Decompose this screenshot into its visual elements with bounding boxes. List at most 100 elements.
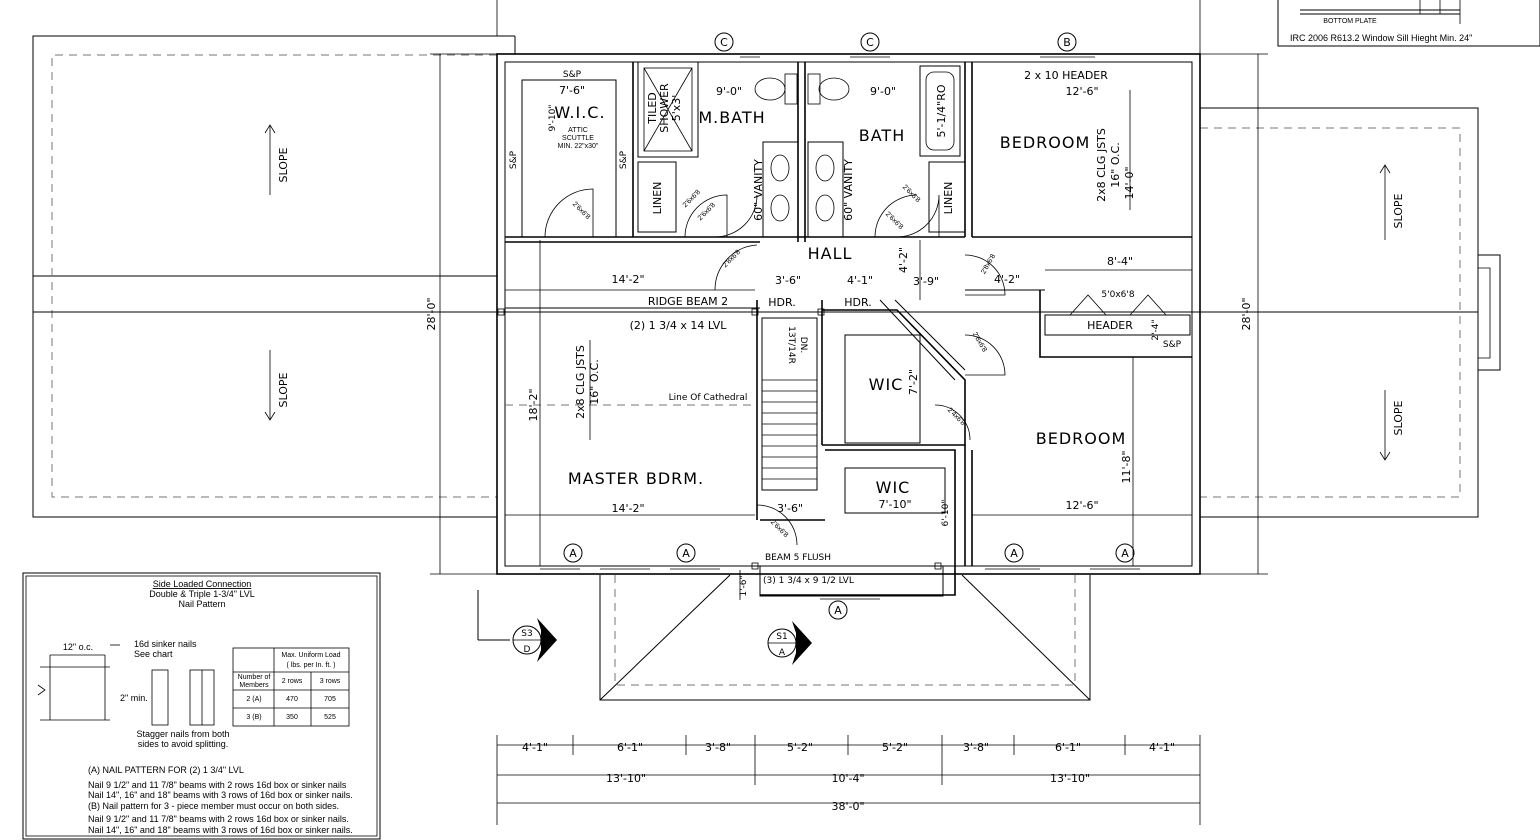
dim-18-2: 18'-2": [527, 388, 540, 421]
bottom-dim-3-8-b: 3'-8": [963, 741, 989, 754]
left-roof: [32, 35, 516, 518]
dim-7-2: 7'-2": [907, 369, 920, 395]
sp-3-label: S&P: [619, 150, 629, 169]
dim-4-2-b: 4'-2": [994, 273, 1020, 286]
legend-stagger2: sides to avoid splitting.: [138, 739, 229, 749]
door-5-0-label: 5'0x6'8: [1101, 290, 1134, 300]
dim-6-10: 6'-10": [941, 499, 951, 526]
legend-table-head: Max. Uniform Load: [281, 652, 340, 659]
legend-spacing: 12" o.c.: [63, 642, 93, 652]
dim-14-0: 14'-0": [1123, 166, 1136, 199]
legend-sub2: Nail Pattern: [178, 599, 225, 609]
legend-row1-c0: 2 (A): [246, 696, 261, 703]
legend-sub1: Double & Triple 1-3/4" LVL: [149, 589, 255, 599]
legend-row1-c1: 470: [286, 696, 298, 703]
window-tag-a5: A: [834, 604, 842, 617]
linen-2-label: LINEN: [942, 182, 955, 215]
bottom-dim-5-2-b: 5'-2": [882, 741, 908, 754]
bottom-dim-4-1-a: 4'-1": [522, 741, 548, 754]
window-tag-b-label: B: [1063, 36, 1071, 49]
hdr-1-label: HDR.: [768, 296, 796, 309]
tub-label: 5'-1/4"RO: [935, 84, 948, 137]
dim-12-6-b: 12'-6": [1065, 499, 1098, 512]
slope-label-2: SLOPE: [277, 372, 290, 407]
header-2x10-label: 2 x 10 HEADER: [1024, 69, 1108, 82]
dim-12-6-a: 12'-6": [1065, 85, 1098, 98]
dim-1-6: 1'-6": [739, 575, 749, 596]
dim-7-6: 7'-6": [559, 84, 585, 97]
legend-row2-c0: 3 (B): [246, 714, 261, 721]
legend-row2-c2: 525: [324, 714, 336, 721]
section-s3-label: S3: [521, 629, 532, 639]
dim-11-8: 11'-8": [1120, 450, 1133, 483]
section-s1-label: S1: [776, 632, 787, 642]
legend-note1: Nail 9 1/2" and 11 7/8" beams with 2 row…: [88, 780, 347, 790]
legend-note3: Nail 9 1/2" and 11 7/8" beams with 2 row…: [88, 814, 349, 824]
bottom-dim-38-0: 38'-0": [831, 800, 864, 813]
legend-row1-c2: 705: [324, 696, 336, 703]
bottom-dim-13-10-b: 13'-10": [1050, 772, 1090, 785]
legend-nails: 16d sinker nails: [134, 639, 197, 649]
stairs-label: 13T/14R: [786, 326, 796, 364]
wic-mid-label: WIC: [869, 375, 904, 394]
vanity-2-label: 60" VANITY: [842, 159, 855, 221]
nail-legend: [22, 572, 381, 840]
scuttle-min-label: MIN. 22"x30": [558, 143, 599, 150]
doors: [544, 188, 1167, 546]
bottom-dim-6-1-b: 6'-1": [1055, 741, 1081, 754]
bottom-dim-13-10-a: 13'-10": [606, 772, 646, 785]
dim-3-9: 3'-9": [913, 275, 939, 288]
dimension-lines: [430, 53, 1268, 825]
scuttle-label: SCUTTLE: [562, 135, 594, 142]
legend-row2-c1: 350: [286, 714, 298, 721]
shower-label: SHOWER: [658, 83, 671, 133]
window-tags: [563, 32, 1135, 620]
master-bedroom-label: MASTER BDRM.: [568, 469, 704, 488]
header-label: HEADER: [1087, 319, 1133, 332]
door-label-6: 2'8x6'8: [722, 249, 742, 269]
mbath-label: M.BATH: [698, 108, 765, 127]
window-tag-b: [1057, 32, 1077, 52]
window-tag-c2-label: C: [866, 36, 874, 49]
legend-col2: 3 rows: [320, 678, 341, 685]
section-marker-s1: [767, 621, 812, 665]
sp-1-label: S&P: [563, 70, 582, 80]
legend-see: See chart: [134, 649, 173, 659]
bottom-plate-label: BOTTOM PLATE: [1323, 18, 1377, 25]
dim-4-1-a: 4'-1": [847, 274, 873, 287]
windows: [540, 56, 1140, 600]
dim-9-10: 9'-10": [548, 104, 558, 131]
irc-note: IRC 2006 R613.2 Window Sill Hieght Min. …: [1290, 33, 1472, 43]
dim-2-4: 2'-4": [1151, 319, 1161, 340]
window-sill-detail: [1277, 0, 1540, 47]
legend-col0a: Number of: [238, 674, 271, 681]
legend-table-head2: ( lbs. per In. ft. ): [286, 662, 335, 669]
stairs-dn-label: DN.: [798, 337, 808, 354]
legend-pattern-a: (A) NAIL PATTERN FOR (2) 1 3/4" LVL: [88, 765, 244, 775]
tiled-label: TILED: [646, 92, 659, 125]
dim-3-6-b: 3'-6": [777, 502, 803, 515]
legend-col0b: Members: [239, 682, 269, 689]
slope-label-3: SLOPE: [1392, 193, 1405, 228]
attic-label: ATTIC: [568, 127, 588, 134]
door-label-1: 2'6x6'8: [571, 201, 591, 221]
bottom-dim-5-2-a: 5'-2": [787, 741, 813, 754]
clg-jsts-2-label: 2x8 CLG JSTS: [1095, 128, 1108, 202]
bath-label: BATH: [859, 126, 905, 145]
legend-note4: Nail 14", 16" and 18" beams with 3 rows …: [88, 825, 353, 835]
ridge-lvl-label: (2) 1 3/4 x 14 LVL: [630, 319, 728, 332]
legend-pattern-b: (B) Nail pattern for 3 - piece member mu…: [88, 801, 339, 811]
legend-min: 2" min.: [120, 693, 148, 703]
legend-stagger1: Stagger nails from both: [136, 729, 229, 739]
vanity-1-label: 60" VANITY: [752, 159, 765, 221]
slope-label-1: SLOPE: [277, 147, 290, 182]
window-tag-a4: A: [1121, 547, 1129, 560]
door-label-9: 2'4x6'8: [946, 407, 966, 427]
hdr-2-label: HDR.: [844, 296, 872, 309]
door-label-10: 2'6x6'8: [769, 519, 789, 539]
window-tag-a2: A: [682, 547, 690, 560]
dim-9-0-b: 9'-0": [870, 85, 896, 98]
cathedral-label: Line Of Cathedral: [669, 393, 748, 403]
sp-2-label: S&P: [509, 150, 519, 169]
slope-label-4: SLOPE: [1392, 400, 1405, 435]
